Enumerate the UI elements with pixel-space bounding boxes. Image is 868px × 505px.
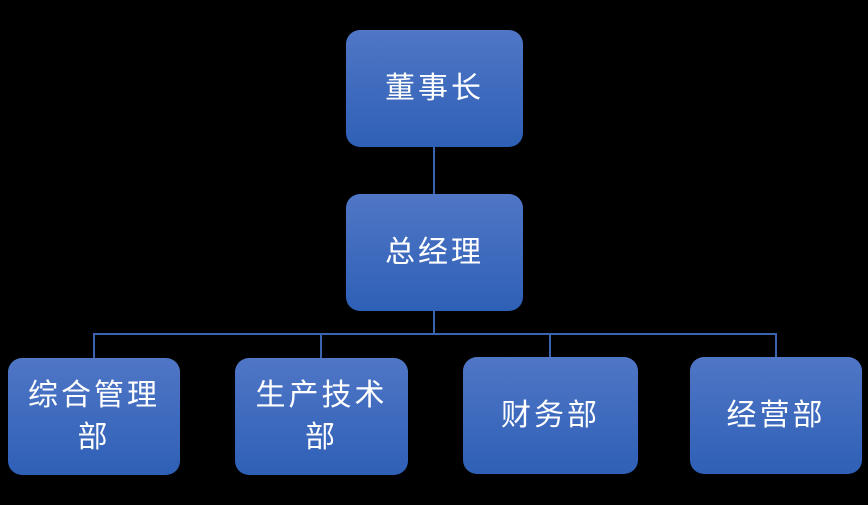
- org-node-chairman[interactable]: 董事长: [346, 30, 523, 147]
- connector-chairman-to-gm: [433, 147, 435, 194]
- org-node-dept-operations[interactable]: 经营部: [690, 357, 862, 474]
- org-node-dept-production-technology-label: 生产技术 部: [255, 377, 388, 455]
- org-node-dept-production-technology[interactable]: 生产技术 部: [235, 358, 408, 475]
- org-node-dept-operations-label: 经营部: [726, 397, 826, 433]
- connector-gm-to-bus: [433, 311, 435, 335]
- org-node-dept-general-management-label: 综合管理 部: [28, 377, 160, 455]
- connector-drop-dept-2: [320, 333, 322, 359]
- connector-drop-dept-4: [775, 333, 777, 358]
- org-node-dept-finance[interactable]: 财务部: [463, 357, 638, 474]
- org-node-chairman-label: 董事长: [385, 70, 484, 106]
- connector-drop-dept-1: [93, 333, 95, 359]
- org-node-general-manager[interactable]: 总经理: [346, 194, 523, 311]
- org-node-general-manager-label: 总经理: [385, 234, 484, 270]
- org-node-dept-finance-label: 财务部: [501, 397, 600, 433]
- connector-horizontal-bus: [93, 333, 777, 335]
- org-node-dept-general-management[interactable]: 综合管理 部: [8, 358, 180, 475]
- connector-drop-dept-3: [549, 333, 551, 358]
